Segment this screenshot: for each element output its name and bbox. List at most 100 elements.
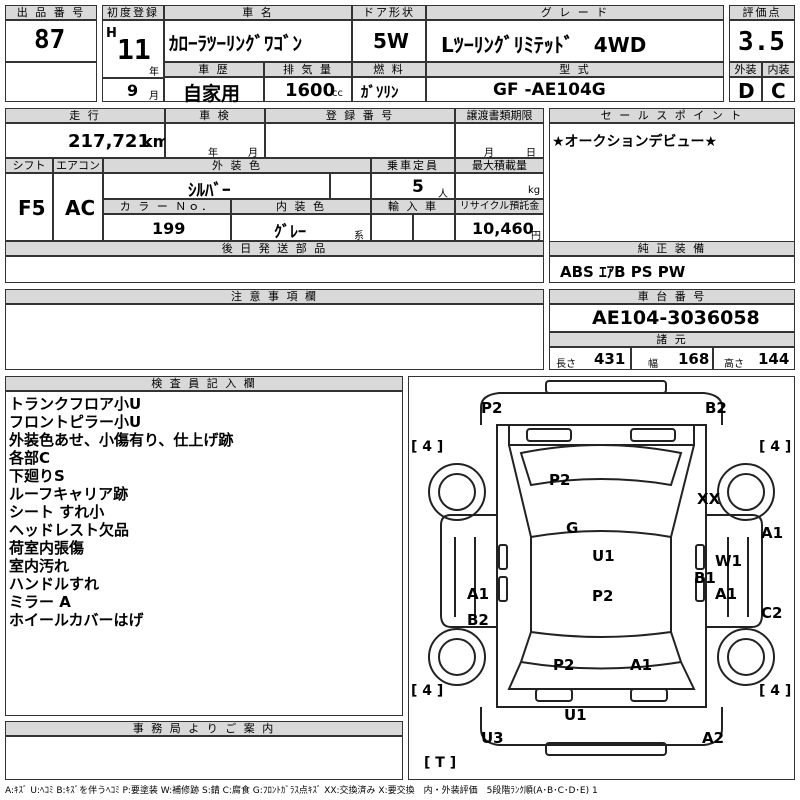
notes-header: 注 意 事 項 欄 — [5, 289, 544, 304]
aircon-header: エアコン — [53, 158, 103, 173]
inspection-month-unit: 月 — [248, 148, 258, 159]
interior-cell: C — [762, 77, 795, 103]
first-reg-header: 初度登録 — [102, 5, 164, 20]
color-no-cell: 199 — [103, 214, 231, 241]
damage-mark: B1 — [694, 569, 716, 587]
hood-lines — [508, 444, 695, 538]
interior-grade: C — [771, 79, 786, 103]
damage-mark: U1 — [592, 547, 615, 565]
cc-unit: cc — [332, 88, 343, 99]
wheel-rear-left — [428, 628, 486, 686]
spare-bracket: [ T ] — [424, 755, 457, 771]
car-name-header: 車 名 — [164, 5, 352, 20]
ext-color-blank — [330, 173, 371, 199]
damage-mark: B2 — [705, 399, 727, 417]
legend: A:ｷｽﾞ U:ﾍｺﾐ B:ｷｽﾞを伴うﾍｺﾐ P:要塗装 W:補修跡 S:錆 … — [5, 786, 598, 796]
spare-tire: T — [435, 755, 445, 771]
left-handle-rear — [498, 576, 508, 602]
recycle-fee: 10,460 — [472, 219, 534, 238]
lot-number: 87 — [34, 25, 66, 55]
transfer-month-unit: 月 — [484, 148, 494, 159]
capacity-header: 乗車定員 — [371, 158, 455, 173]
wheel-front-left-inner — [438, 473, 476, 511]
length-label: 長さ — [556, 359, 576, 370]
exterior-grade: D — [738, 79, 755, 103]
damage-mark: P2 — [549, 471, 571, 489]
lot-blank-cell — [5, 62, 97, 102]
door-header: ドア形状 — [352, 5, 426, 20]
wheel-rear-right-inner — [727, 638, 765, 676]
inspection-year-unit: 年 — [208, 148, 218, 159]
transfer-header: 譲渡書類期限 — [455, 108, 544, 123]
rear-plate — [545, 742, 667, 756]
right-handle-front — [695, 544, 705, 570]
lot-number-cell: 87 — [5, 20, 97, 62]
damage-mark: G — [566, 519, 579, 537]
max-load-header: 最大積載量 — [455, 158, 544, 173]
genuine-header: 純 正 装 備 — [549, 241, 795, 256]
remark-line: シート すれ小 — [9, 503, 105, 521]
remark-line: 荷室内張傷 — [9, 539, 85, 557]
shift-header: シフト — [5, 158, 53, 173]
damage-mark: P2 — [592, 587, 614, 605]
aircon-cell: AC — [53, 173, 103, 241]
displacement-header: 排 気 量 — [264, 62, 352, 77]
yen-unit: 円 — [531, 231, 541, 242]
grade-header: グ レ ー ド — [426, 5, 724, 20]
chassis-header: 車 台 番 号 — [549, 289, 795, 304]
front-bumper-grille — [545, 380, 667, 394]
interior-header: 内装 — [762, 62, 795, 77]
year-unit: 年 — [149, 67, 159, 78]
fuel-header: 燃 料 — [352, 62, 426, 77]
remark-line: ヘッドレスト欠品 — [9, 521, 130, 539]
capacity: 5 — [412, 177, 424, 197]
width-cell: 幅 168 — [631, 347, 713, 370]
left-handle-front — [498, 544, 508, 570]
recycle-header: リサイクル預託金 — [455, 199, 544, 214]
damage-mark: A1 — [715, 585, 738, 603]
height-label: 高さ — [724, 359, 744, 370]
taillight-left — [535, 688, 573, 702]
wheel-rear-right — [717, 628, 775, 686]
ext-color-header: 外 装 色 — [103, 158, 371, 173]
damage-mark: U3 — [481, 729, 504, 747]
tire-fr-tread: 4 — [770, 439, 781, 455]
chassis-number: AE104-3036058 — [592, 307, 760, 329]
damage-mark: A1 — [467, 585, 490, 603]
genuine-cell: ABS ｴｱB PS PW — [549, 256, 795, 283]
remark-line: ルーフキャリア跡 — [9, 485, 129, 503]
mileage-header: 走 行 — [5, 108, 165, 123]
kei-unit: 系 — [354, 231, 364, 242]
tire-fl-bracket: [ 4 ] — [411, 439, 444, 455]
damage-mark: C2 — [761, 604, 783, 622]
later-parts-header: 後 日 発 送 部 品 — [5, 241, 544, 256]
width-label: 幅 — [648, 359, 658, 370]
front-bumper — [480, 392, 723, 425]
damage-mark: W1 — [715, 552, 742, 570]
model-code-cell: GF -AE104G — [426, 77, 724, 102]
first-reg-cell: H 11 年 — [102, 20, 164, 78]
mileage: 217,721 — [68, 131, 150, 152]
sales-point: ★オークションデビュー★ — [552, 134, 718, 150]
grade: Lﾂｰﾘﾝｸﾞﾘﾐﾃｯﾄﾞ 4WD — [441, 33, 647, 57]
ext-color: ｼﾙﾊﾞｰ — [188, 181, 231, 201]
later-parts-cell — [5, 256, 544, 283]
reg-no-header: 登 録 番 号 — [265, 108, 455, 123]
car-diagram — [428, 380, 775, 756]
import-cell-b — [413, 214, 455, 241]
rear-bumper — [480, 707, 723, 746]
shift-type: F5 — [18, 196, 46, 220]
damage-mark: U1 — [564, 706, 587, 724]
inspector-header: 検 査 員 記 入 欄 — [5, 376, 403, 391]
height-value: 144 — [758, 350, 790, 368]
import-header: 輸 入 車 — [371, 199, 455, 214]
remark-line: ホイールカバーはげ — [9, 611, 144, 629]
damage-mark: A1 — [630, 656, 653, 674]
color-number: 199 — [152, 219, 186, 238]
capacity-cell: 5 人 — [371, 173, 455, 200]
sales-point-header: セ ー ル ス ポ イ ン ト — [549, 108, 795, 123]
damage-mark: P2 — [553, 656, 575, 674]
damage-mark: A2 — [702, 729, 725, 747]
shift-cell: F5 — [5, 173, 53, 241]
model-code: GF -AE104G — [493, 80, 606, 100]
